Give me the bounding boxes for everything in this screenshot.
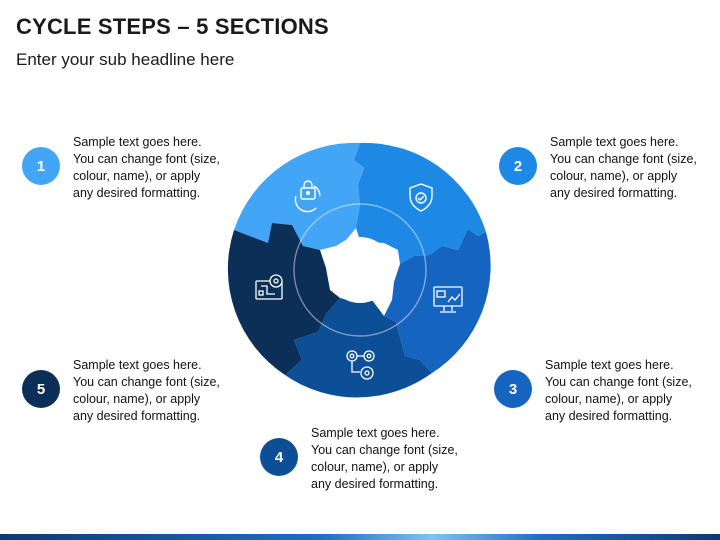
cycle-segment-4[interactable]: [285, 298, 432, 398]
lock-refresh-icon: [294, 180, 321, 213]
step-4-text: Sample text goes here.You can change fon…: [311, 426, 458, 491]
step-1-badge: 1: [22, 147, 60, 185]
page-title: CYCLE STEPS – 5 SECTIONS: [16, 14, 329, 39]
step-2-badge: 2: [499, 147, 537, 185]
step-3-text: Sample text goes here.You can change fon…: [545, 358, 692, 423]
bottom-accent-bar: [0, 534, 720, 540]
cycle-segment-3[interactable]: [384, 229, 491, 373]
step-4-badge: 4: [260, 438, 298, 476]
step-2-text: Sample text goes here.You can change fon…: [550, 135, 697, 200]
step-1-text: Sample text goes here.You can change fon…: [73, 135, 220, 200]
cycle-segment-5[interactable]: [227, 223, 340, 375]
page-subtitle: Enter your sub headline here: [16, 50, 235, 69]
shield-check-icon: [409, 183, 433, 212]
step-5-badge: 5: [22, 370, 60, 408]
gears-workflow-icon: [346, 350, 375, 380]
step-3-badge: 3: [494, 370, 532, 408]
cycle-segment-1[interactable]: [234, 142, 364, 250]
dashboard-monitor-icon: [433, 286, 463, 313]
blueprint-gear-icon: [255, 274, 283, 300]
step-5-text: Sample text goes here.You can change fon…: [73, 358, 220, 423]
